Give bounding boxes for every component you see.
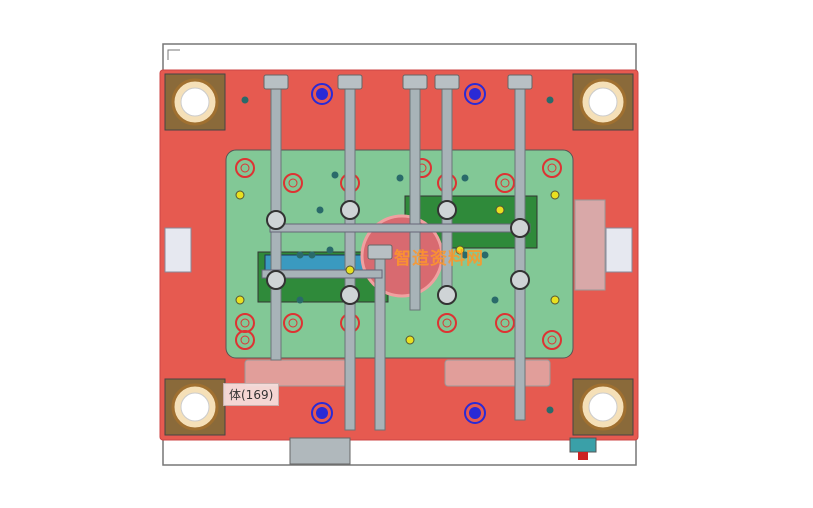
rod-head bbox=[337, 74, 363, 90]
ejector-ring bbox=[542, 330, 562, 350]
rail bbox=[444, 359, 551, 387]
hole bbox=[396, 174, 404, 182]
ejector-ring-inner bbox=[442, 318, 452, 328]
ejector-ring bbox=[542, 158, 562, 178]
bolt-head bbox=[340, 200, 360, 220]
bolt-head bbox=[510, 218, 530, 238]
hole bbox=[461, 174, 469, 182]
ejector-ring-inner bbox=[547, 163, 557, 173]
yellow-pin bbox=[455, 245, 465, 255]
bolt-head bbox=[266, 270, 286, 290]
hole bbox=[296, 296, 304, 304]
ejector-ring bbox=[437, 313, 457, 333]
ejector-ring bbox=[495, 173, 515, 193]
ejector-ring-inner bbox=[240, 318, 250, 328]
horizontal-rod bbox=[261, 269, 383, 279]
hole bbox=[546, 406, 554, 414]
hole bbox=[461, 251, 469, 259]
yellow-pin bbox=[345, 265, 355, 275]
yellow-pin bbox=[550, 190, 560, 200]
ejector-ring bbox=[283, 173, 303, 193]
ejector-ring-inner bbox=[240, 335, 250, 345]
blue-pin bbox=[469, 88, 481, 100]
rod-head bbox=[263, 74, 289, 90]
side-clamp bbox=[164, 227, 192, 273]
rod-head bbox=[507, 74, 533, 90]
ejector-ring bbox=[495, 313, 515, 333]
hole bbox=[331, 171, 339, 179]
ejector-ring-inner bbox=[288, 178, 298, 188]
watermark-logo: 智造资料网 bbox=[394, 249, 484, 269]
pin-ring bbox=[464, 83, 486, 105]
ejector-rod bbox=[514, 79, 526, 421]
hover-tooltip: 体(169) bbox=[223, 383, 280, 406]
ejector-rod bbox=[344, 79, 356, 431]
yellow-pin bbox=[235, 295, 245, 305]
ejector-ring bbox=[283, 313, 303, 333]
hole bbox=[491, 296, 499, 304]
hole bbox=[546, 96, 554, 104]
bolt-head bbox=[340, 285, 360, 305]
ejector-ring bbox=[235, 158, 255, 178]
pin-ring bbox=[311, 402, 333, 424]
yellow-pin bbox=[550, 295, 560, 305]
hole bbox=[241, 96, 249, 104]
hole bbox=[296, 251, 304, 259]
bolt-head bbox=[266, 210, 286, 230]
ejector-ring-inner bbox=[288, 318, 298, 328]
bottom-block bbox=[289, 437, 351, 465]
bolt-head bbox=[437, 285, 457, 305]
ejector-ring-inner bbox=[240, 163, 250, 173]
blue-pin bbox=[316, 88, 328, 100]
guide-hole bbox=[588, 392, 618, 422]
connector bbox=[569, 437, 597, 453]
hole bbox=[308, 251, 316, 259]
ejector-rod bbox=[409, 79, 421, 311]
connector-tip bbox=[578, 452, 588, 460]
rod-head bbox=[367, 244, 393, 260]
guide-hole bbox=[588, 87, 618, 117]
pin-ring bbox=[464, 402, 486, 424]
bolt-head bbox=[437, 200, 457, 220]
ejector-ring-inner bbox=[500, 318, 510, 328]
bolt-head bbox=[510, 270, 530, 290]
guide-hole bbox=[180, 87, 210, 117]
rod-head bbox=[434, 74, 460, 90]
yellow-pin bbox=[405, 335, 415, 345]
corner-mark bbox=[167, 49, 180, 60]
side-clamp bbox=[605, 227, 633, 273]
side-block bbox=[574, 199, 606, 291]
pin-ring bbox=[311, 83, 333, 105]
rod-head bbox=[402, 74, 428, 90]
blue-pin bbox=[316, 407, 328, 419]
guide-hole bbox=[180, 392, 210, 422]
blue-pin bbox=[469, 407, 481, 419]
hole bbox=[326, 246, 334, 254]
ejector-ring-inner bbox=[547, 335, 557, 345]
hole bbox=[481, 251, 489, 259]
horizontal-rod bbox=[269, 223, 531, 233]
hole bbox=[316, 206, 324, 214]
yellow-pin bbox=[235, 190, 245, 200]
ejector-ring bbox=[235, 330, 255, 350]
yellow-pin bbox=[495, 205, 505, 215]
ejector-ring-inner bbox=[500, 178, 510, 188]
